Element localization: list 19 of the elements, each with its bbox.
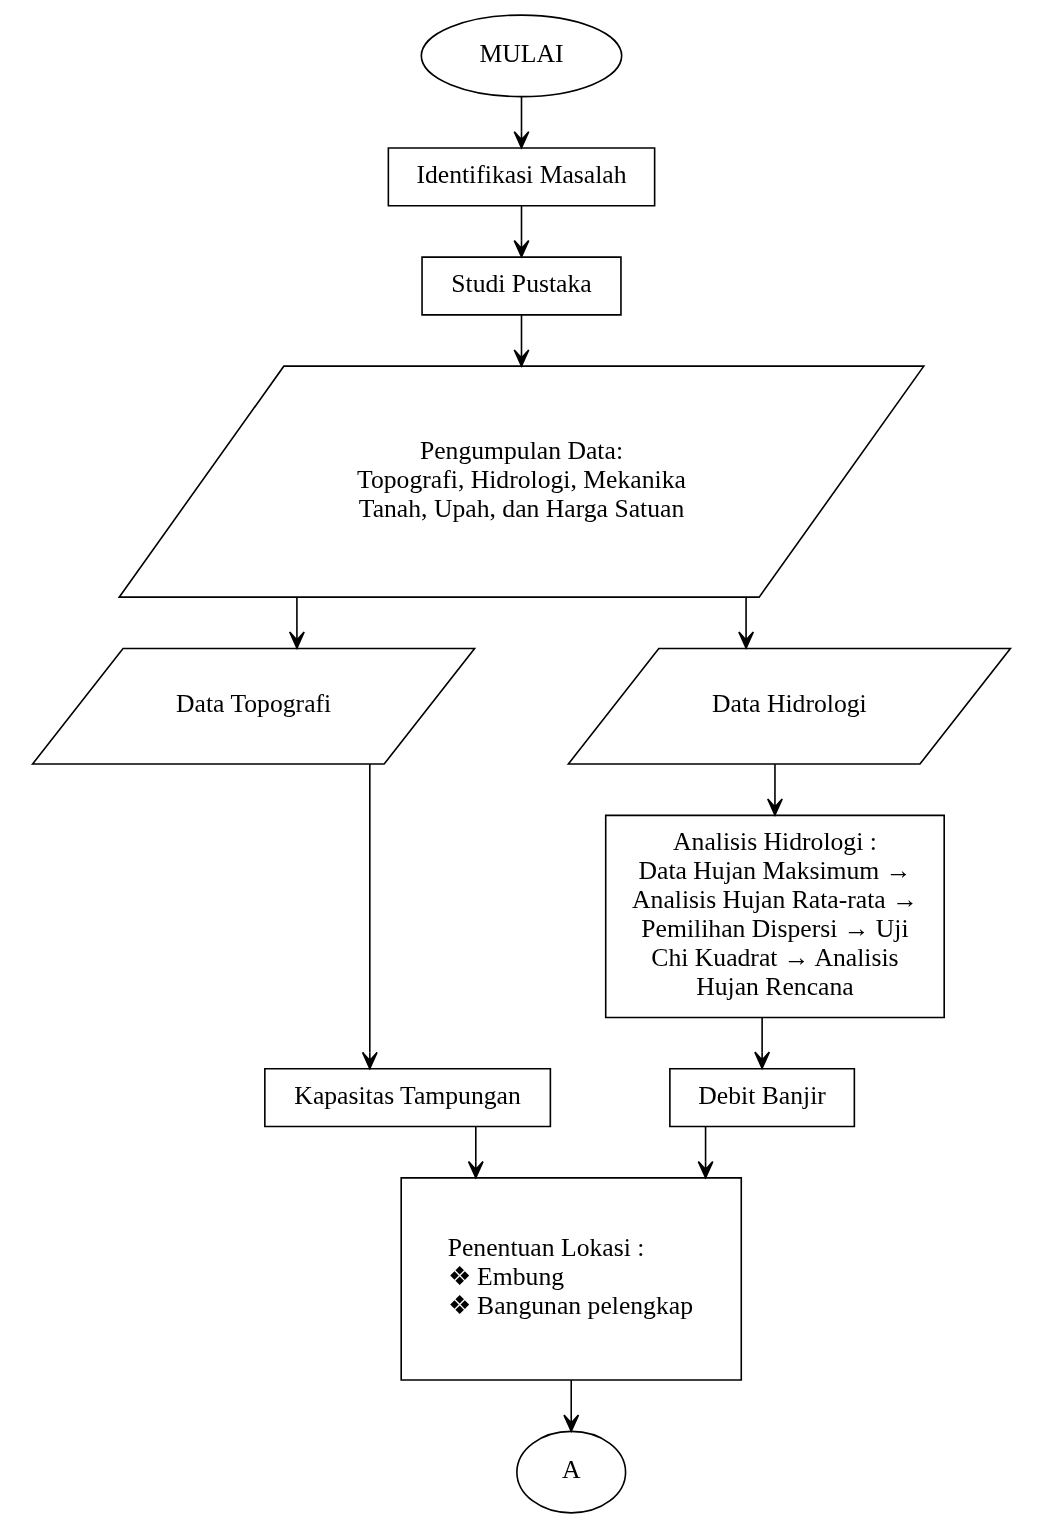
arrow bbox=[288, 596, 305, 649]
arrow bbox=[513, 205, 529, 258]
arrow bbox=[361, 763, 378, 1070]
arrow bbox=[467, 1125, 484, 1179]
arrow bbox=[697, 1125, 714, 1179]
node-ellipse: A bbox=[515, 1430, 626, 1514]
arrow bbox=[766, 763, 783, 816]
node-box: Debit Banjir bbox=[668, 1068, 855, 1128]
arrow bbox=[753, 1016, 770, 1069]
arrow bbox=[513, 314, 529, 367]
node-box: Analisis Hidrologi : Data Hujan Maksimum → Analisis Hujan Rata-rata → Pemilihan Dispersi → Uji Chi Kuadrat → Analisis Hujan Rencana bbox=[604, 814, 945, 1019]
node-box: Identifikasi Masalah bbox=[387, 147, 655, 207]
arrow bbox=[513, 96, 529, 149]
node-box: Kapasitas Tampungan bbox=[263, 1068, 551, 1128]
arrow bbox=[737, 596, 754, 649]
node-box: Studi Pustaka bbox=[420, 256, 622, 316]
node-ellipse: MULAI bbox=[420, 14, 622, 98]
arrow bbox=[562, 1379, 579, 1432]
node-box: Penentuan Lokasi : ❖ Embung ❖ Bangunan pelengkap bbox=[399, 1177, 742, 1381]
